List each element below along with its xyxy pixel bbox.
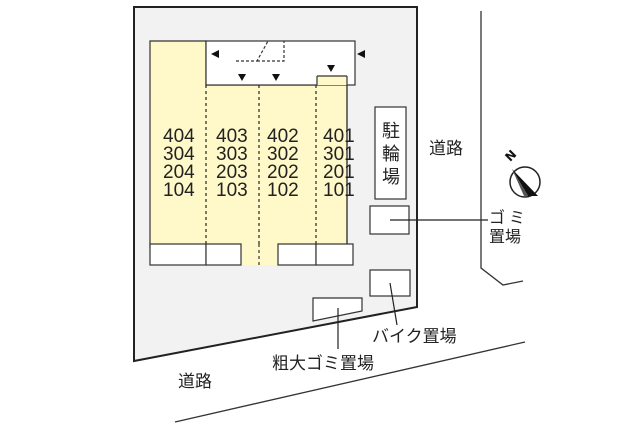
- unit-number: 401: [323, 126, 355, 147]
- bulky-garbage-label: 粗大ゴミ置場: [272, 354, 374, 374]
- unit-column-3: 402 302 202 102: [267, 126, 299, 201]
- motorbike-parking-label: バイク置場: [372, 327, 457, 347]
- entrance-arrow-icon: [357, 50, 365, 58]
- storage-box: [205, 243, 242, 266]
- motorbike-parking: [369, 269, 411, 297]
- garbage-area-label: ゴミ 置場: [489, 208, 530, 246]
- unit-number: 101: [323, 180, 355, 201]
- unit-number: 201: [323, 162, 355, 183]
- entrance-arrow-icon: [238, 74, 246, 81]
- unit-number: 301: [323, 144, 355, 165]
- storage-box: [315, 243, 354, 266]
- unit-column-1: 404 304 204 104: [163, 126, 195, 201]
- road-label-bottom: 道路: [178, 372, 212, 392]
- unit-number: 103: [216, 180, 248, 201]
- storage-box: [149, 243, 207, 266]
- unit-number: 304: [163, 144, 195, 165]
- svg-text:N: N: [502, 147, 519, 164]
- storage-box: [277, 243, 317, 266]
- road-label-right: 道路: [429, 139, 463, 159]
- entrance-arrow-icon: [211, 50, 219, 58]
- unit-column-2: 403 303 203 103: [216, 126, 248, 201]
- entrance-arrow-icon: [327, 65, 335, 72]
- unit-number: 104: [163, 180, 195, 201]
- unit-number: 303: [216, 144, 248, 165]
- unit-number: 204: [163, 162, 195, 183]
- unit-number: 403: [216, 126, 248, 147]
- unit-number: 203: [216, 162, 248, 183]
- unit-number: 102: [267, 180, 299, 201]
- road-edge-right: [480, 11, 524, 286]
- entrance-arrow-icon: [272, 74, 280, 81]
- unit-number: 402: [267, 126, 299, 147]
- north-arrow-compass-icon: N: [502, 147, 541, 198]
- unit-number: 404: [163, 126, 195, 147]
- road-edge-bottom: [174, 341, 526, 423]
- unit-column-4: 401 301 201 101: [323, 126, 355, 201]
- unit-number: 302: [267, 144, 299, 165]
- bicycle-parking: [374, 106, 407, 200]
- unit-number: 202: [267, 162, 299, 183]
- bicycle-parking-label: 駐 輪 場: [382, 121, 400, 188]
